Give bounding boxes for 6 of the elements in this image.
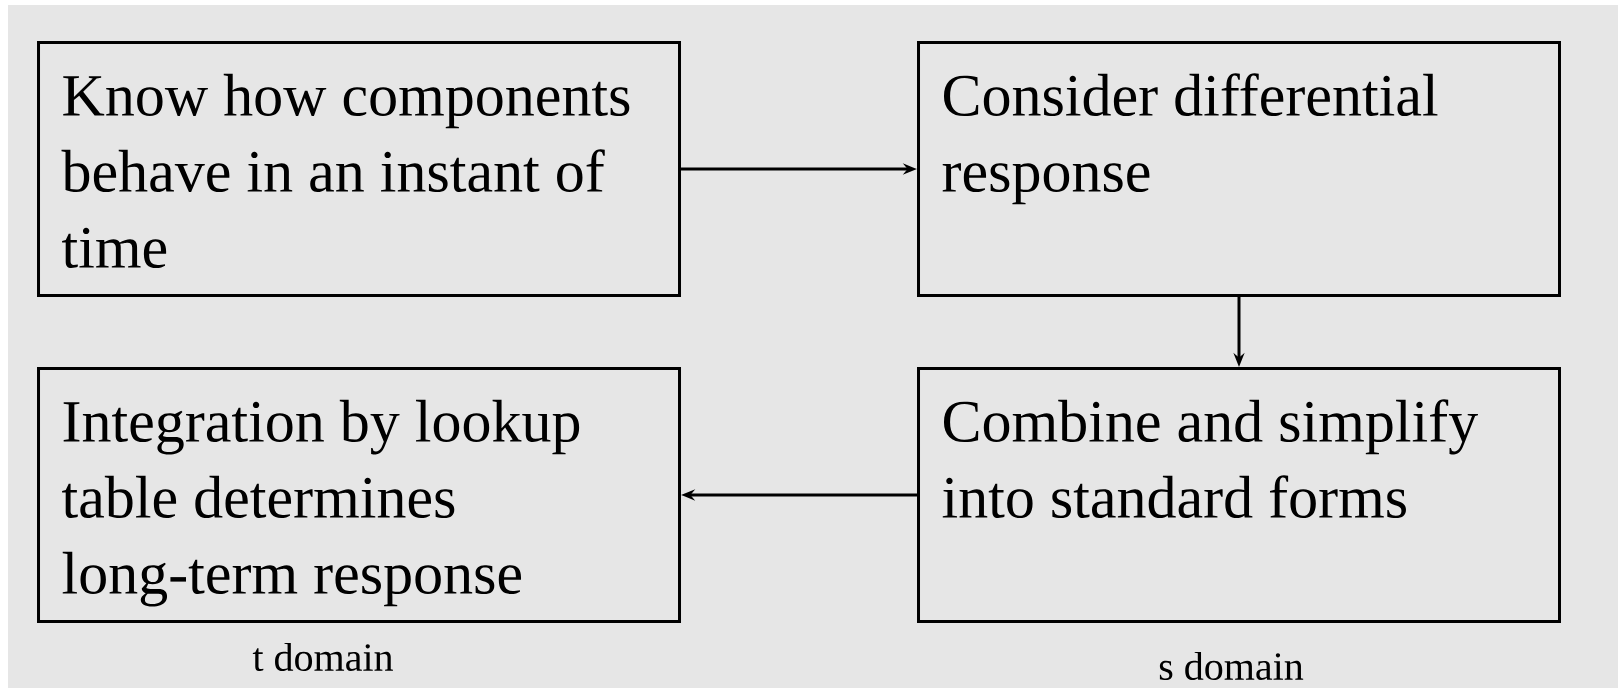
process-box: Know how components behave in an instant of time [37, 41, 681, 297]
process-box: Integration by lookup table determines long-term response [37, 367, 681, 623]
domain-label: t domain [252, 642, 393, 672]
domain-label: s domain [1159, 651, 1304, 681]
process-box: Consider differential response [917, 41, 1561, 297]
process-box: Combine and simplify into standard forms [917, 367, 1561, 623]
